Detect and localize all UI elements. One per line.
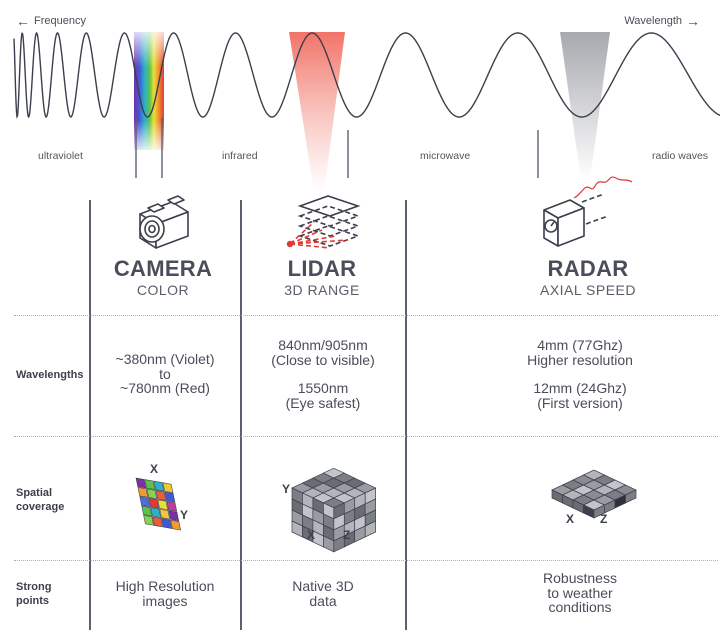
camera-pixel (146, 488, 158, 500)
lidar-voxel-cube (291, 467, 377, 553)
camera-pixel-grid (135, 477, 181, 531)
lidar-axis-y: Y (282, 482, 291, 496)
camera-pixel (152, 516, 163, 528)
camera-pixel (153, 480, 165, 492)
camera-pixel (162, 482, 174, 494)
radar-range-grid (551, 469, 637, 519)
row-separator (14, 560, 718, 561)
strong-points-lidar: Native 3D data (292, 578, 354, 609)
sensor-title-camera: CAMERA (113, 256, 213, 281)
camera-pixel (141, 505, 153, 517)
radar-axis-x: X (566, 512, 575, 526)
column-divider (240, 200, 242, 630)
camera-pixel (164, 491, 176, 503)
column-divider (89, 200, 91, 630)
camera-pixel (144, 479, 156, 490)
camera-pixel (157, 499, 169, 511)
band-microwave: microwave (420, 150, 471, 162)
sensor-title-radar: RADAR (547, 256, 629, 281)
camera-axis-x: X (150, 462, 159, 476)
wavelength-axis-label: Wavelength → (624, 13, 700, 29)
camera-pixel (159, 508, 171, 520)
camera-pixel (143, 514, 154, 526)
sensor-subtitle-lidar: 3D RANGE (284, 282, 360, 298)
row-label-strong-points: Strong points (16, 581, 52, 607)
radar-cell (625, 489, 637, 504)
row-label-spatial-coverage: Spatial coverage (16, 487, 65, 513)
camera-pixel (148, 497, 160, 509)
band-ultraviolet: ultraviolet (38, 150, 83, 162)
spectrum-wave (13, 31, 720, 119)
radar-icon (543, 176, 633, 247)
row-separator (14, 436, 718, 437)
radar-axis-z: Z (600, 512, 608, 526)
row-separator (14, 315, 718, 316)
camera-icon (139, 195, 189, 249)
column-divider (405, 200, 407, 630)
lidar-icon (286, 195, 361, 249)
lidar-axis-x: X (307, 528, 316, 542)
camera-pixel (168, 510, 180, 522)
band-radio-waves: radio waves (652, 150, 709, 162)
sensor-subtitle-camera: COLOR (136, 282, 190, 298)
camera-pixel (137, 486, 149, 498)
wavelength-lidar: 840nm/905nm (Close to visible) 1550nm (E… (271, 337, 375, 411)
camera-pixel (161, 518, 172, 529)
band-infrared: infrared (222, 150, 258, 162)
camera-pixel (155, 490, 167, 501)
sensor-subtitle-radar: AXIAL SPEED (539, 282, 637, 298)
camera-pixel (150, 507, 162, 518)
arrow-right-icon: → (686, 13, 700, 29)
camera-pixel (135, 477, 147, 489)
camera-axis-y: Y (180, 508, 189, 522)
strong-points-radar: Robustness to weather conditions (543, 570, 617, 615)
radar-beam (560, 32, 610, 180)
camera-pixel (166, 501, 178, 512)
lidar-voxel (364, 520, 376, 538)
arrow-left-icon: ← (16, 13, 30, 29)
wavelength-radar: 4mm (77Ghz) Higher resolution 12mm (24Gh… (527, 337, 633, 411)
row-label-wavelengths: Wavelengths (16, 369, 84, 381)
camera-pixel (139, 496, 151, 507)
sensor-title-lidar: LIDAR (287, 256, 357, 281)
camera-pixel (170, 519, 181, 531)
strong-points-camera: High Resolution images (115, 578, 215, 609)
wavelength-camera: ~380nm (Violet) to ~780nm (Red) (115, 351, 215, 396)
lidar-beam (289, 32, 345, 192)
frequency-axis-label: ← Frequency (16, 13, 86, 29)
lidar-axis-z: Z (343, 528, 351, 542)
